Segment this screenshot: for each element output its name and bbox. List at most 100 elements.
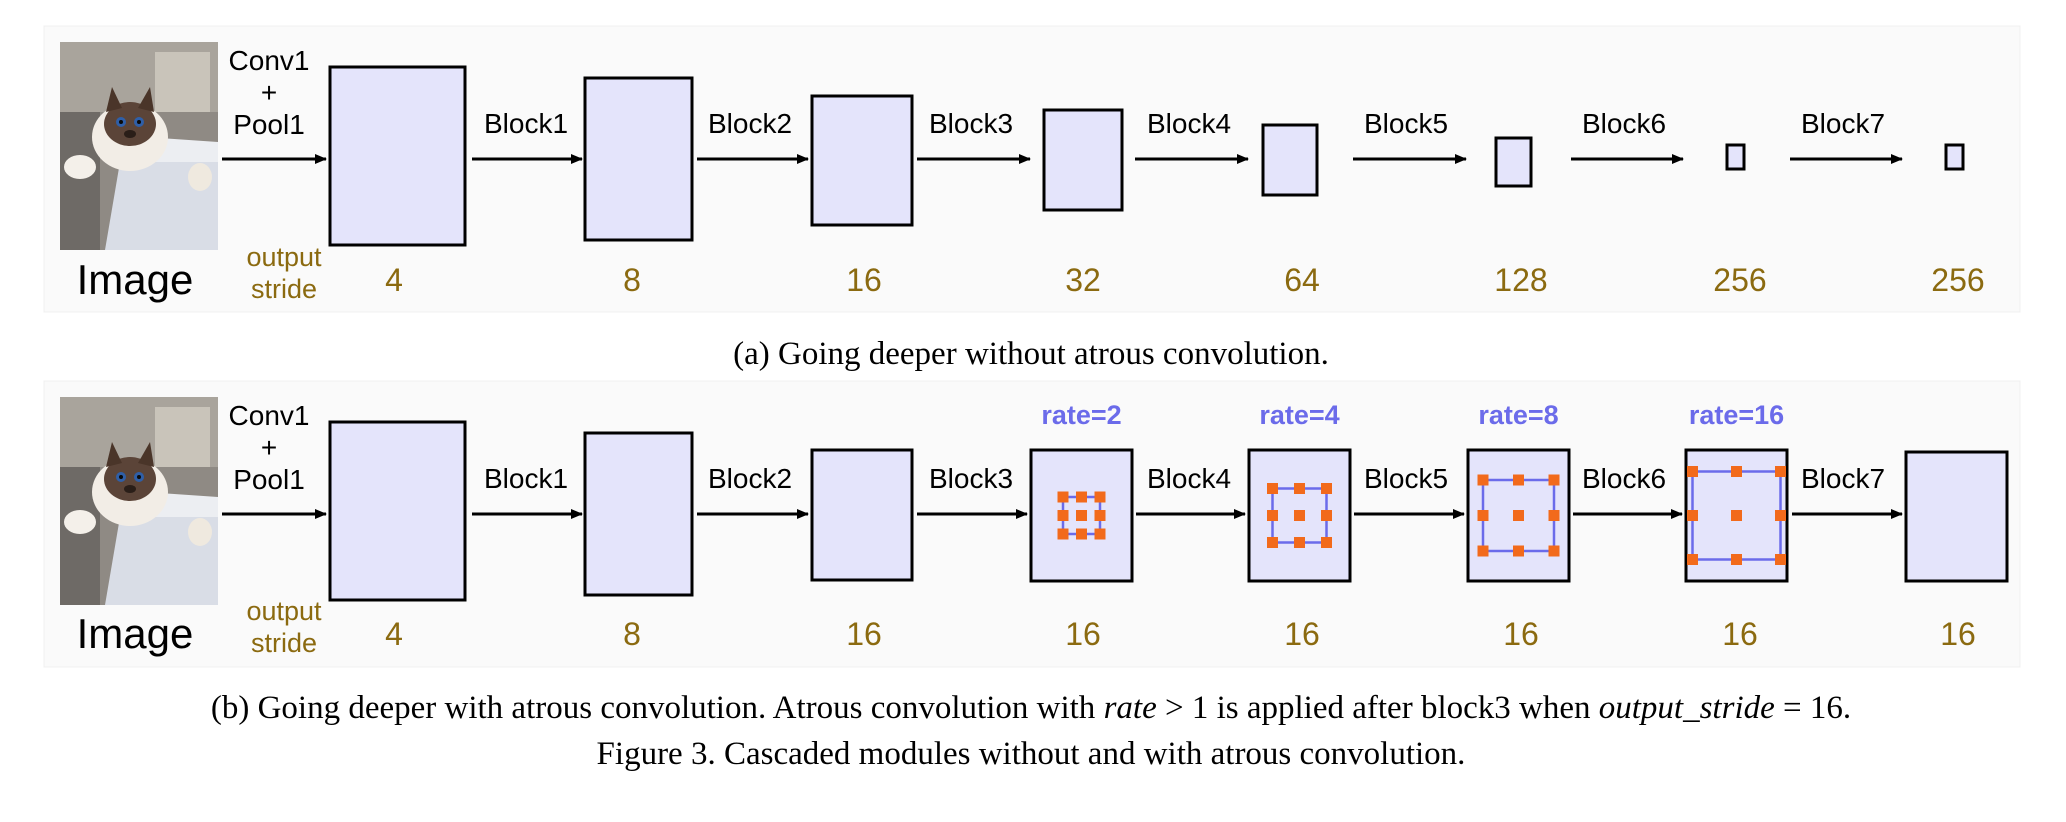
panel-a-block-label-2: Block2 [708,108,792,139]
panel-b-stride-value-1: 4 [385,616,403,652]
atrous-kernel-tap [1057,528,1069,540]
atrous-kernel-tap [1321,483,1332,494]
atrous-kernel-rate-2 [1057,491,1106,540]
atrous-kernel-tap [1477,474,1489,486]
atrous-kernel-rate-8 [1477,474,1560,557]
atrous-kernel-tap [1548,510,1560,521]
stride-label-line-1: output [246,596,322,626]
panel-b-caption-math-1-rest: > 1 [1157,690,1209,726]
panel-b-block-label-6: Block6 [1582,463,1666,494]
panel-a-caption: (a) Going deeper without atrous convolut… [733,336,1329,372]
panel-b-block-label-7: Block7 [1801,463,1885,494]
atrous-kernel-tap [1513,510,1524,521]
atrous-kernel-tap [1548,474,1560,486]
atrous-kernel-rate-16 [1687,466,1786,565]
panel-b-rate-label-6: rate=8 [1478,400,1558,430]
stride-label-line-2: stride [251,274,317,304]
atrous-kernel-tap [1687,554,1698,565]
atrous-kernel-tap [1731,466,1742,477]
panel-a-block-label-3: Block3 [929,108,1013,139]
panel-b-rate-label-4: rate=2 [1041,400,1121,430]
stem-label-line-1: Conv1 [229,400,310,431]
atrous-kernel-rate-4 [1267,483,1332,548]
panel-b-block-label-4: Block4 [1147,463,1231,494]
atrous-kernel-tap [1687,466,1698,477]
panel-b-block-label-2: Block2 [708,463,792,494]
stem-label-line-1: Conv1 [229,45,310,76]
atrous-kernel-tap [1513,474,1524,486]
atrous-kernel-tap [1775,554,1786,565]
panel-a-stride-value-4: 32 [1065,262,1101,298]
panel-b-stride-value-7: 16 [1722,616,1758,652]
stride-label-line-2: stride [251,628,317,658]
panel-a-stride-value-8: 256 [1931,262,1984,298]
panel-b-rate-label-7: rate=16 [1689,400,1784,430]
panel-a-stride-value-6: 128 [1494,262,1547,298]
panel-b-caption-math-1-var: rate [1104,690,1157,726]
panel-a-feature-map-8 [1944,143,1965,171]
panel-b-stride-value-4: 16 [1065,616,1101,652]
atrous-kernel-tap [1294,483,1305,494]
panel-a-block-label-4: Block4 [1147,108,1231,139]
atrous-kernel-tap [1775,510,1786,521]
atrous-kernel-tap [1094,528,1106,540]
atrous-kernel-tap [1731,510,1742,521]
panel-b-stride-value-2: 8 [623,616,641,652]
atrous-kernel-tap [1687,510,1698,521]
panel-b-block-label-5: Block5 [1364,463,1448,494]
panel-a-stride-value-5: 64 [1284,262,1320,298]
panel-b-caption-text-2: is applied after block3 when [1208,690,1598,726]
panel-b-caption-math-2-var: output_stride [1599,690,1775,726]
panel-a-stride-value-1: 4 [385,262,403,298]
panel-a-feature-map-2 [583,76,694,242]
image-label: Image [77,610,194,657]
stem-label-line-2: + [261,432,277,463]
panel-b-block-label-1: Block1 [484,463,568,494]
panel-b-rate-label-5: rate=4 [1259,400,1339,430]
panel-b-feature-map-8 [1904,450,2009,583]
panel-b-feature-map-3 [810,448,914,582]
panel-a-block-label-1: Block1 [484,108,568,139]
stride-label-line-1: output [246,242,322,272]
atrous-kernel-tap [1477,545,1489,557]
atrous-kernel-tap [1094,491,1106,503]
cat-photo-icon [60,42,218,250]
atrous-kernel-tap [1321,537,1332,548]
panel-b-feature-map-1 [328,420,467,602]
panel-b-feature-map-2 [583,431,694,597]
atrous-kernel-tap [1548,545,1560,557]
panel-a-feature-map-5 [1261,123,1319,197]
panel-b: Image Conv1 + Pool1 output stride Block1… [60,397,2009,658]
panel-a-block-label-7: Block7 [1801,108,1885,139]
panel-a-block-label-6: Block6 [1582,108,1666,139]
panel-a-stride-value-3: 16 [846,262,882,298]
atrous-kernel-tap [1076,510,1087,521]
panel-b-caption: (b) Going deeper with atrous convolution… [211,690,1851,726]
atrous-kernel-tap [1321,510,1332,521]
panel-b-stride-value-8: 16 [1940,616,1976,652]
panel-b-caption-math-2-rest: = 16. [1775,690,1851,726]
atrous-kernel-tap [1094,510,1106,521]
atrous-kernel-tap [1076,528,1087,540]
panel-a-stride-value-7: 256 [1713,262,1766,298]
stem-label-line-3: Pool1 [233,109,305,140]
atrous-kernel-tap [1076,491,1087,503]
panel-a-feature-map-1 [328,65,467,247]
cat-photo-icon [60,397,218,605]
atrous-kernel-tap [1057,491,1069,503]
panel-a-feature-map-6 [1494,136,1533,188]
stem-label-line-3: Pool1 [233,464,305,495]
image-label: Image [77,256,194,303]
panel-b-stride-value-6: 16 [1503,616,1539,652]
atrous-kernel-tap [1267,510,1278,521]
panel-a-feature-map-7 [1725,143,1746,171]
atrous-kernel-tap [1513,545,1524,557]
panel-a: Image Conv1 + Pool1 output stride Block1… [60,42,1985,304]
atrous-kernel-tap [1477,510,1489,521]
atrous-kernel-tap [1731,554,1742,565]
atrous-kernel-tap [1775,466,1786,477]
atrous-kernel-tap [1057,510,1069,521]
atrous-kernel-tap [1294,510,1305,521]
panel-b-stride-value-3: 16 [846,616,882,652]
